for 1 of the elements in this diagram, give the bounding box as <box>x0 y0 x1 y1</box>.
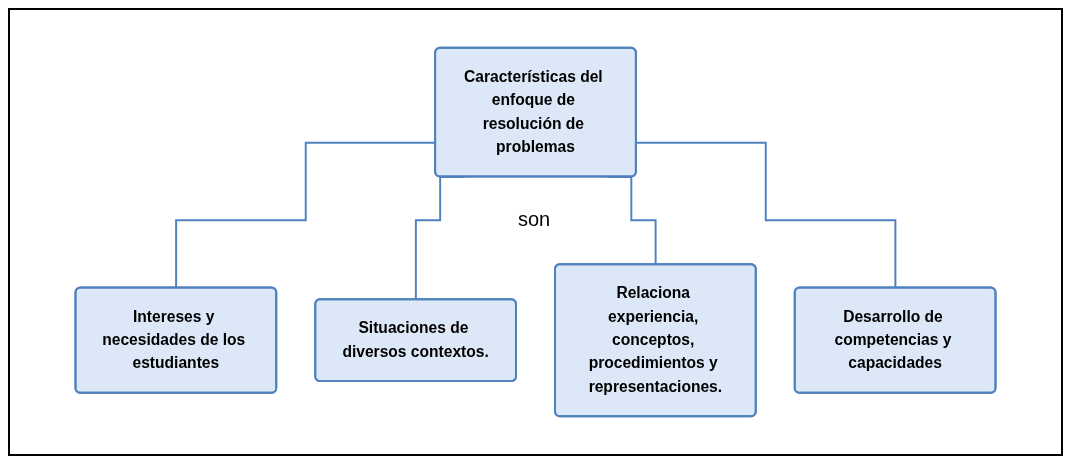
connector <box>635 141 897 289</box>
